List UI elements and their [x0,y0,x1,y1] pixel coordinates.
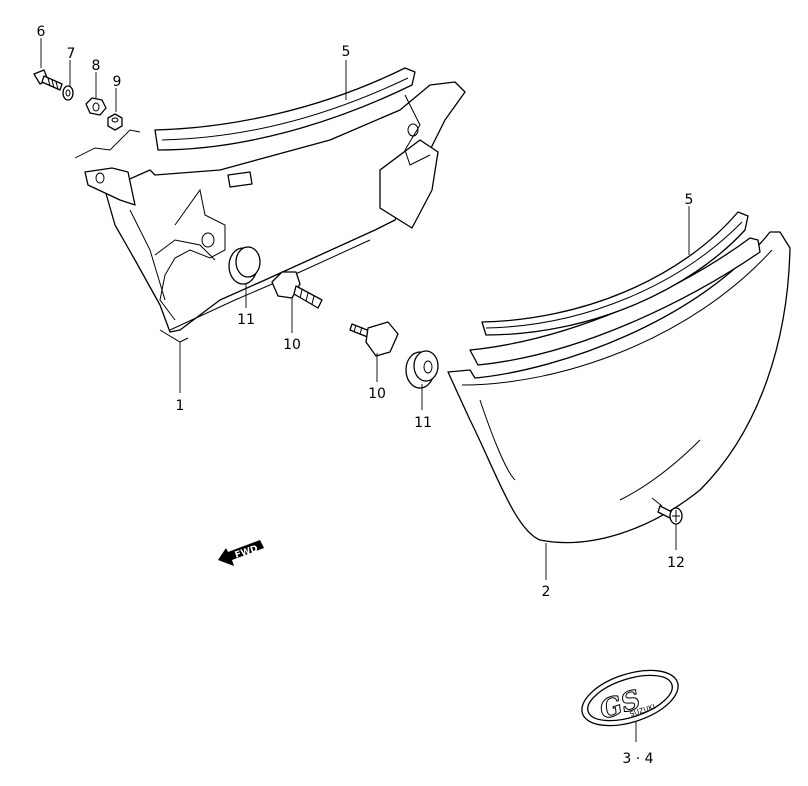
callout-10-left: 10 [283,337,301,353]
fwd-arrow-text: FWD [234,544,259,561]
callout-2: 2 [542,584,551,600]
nut-8 [85,97,107,116]
callout-12: 12 [667,555,685,571]
forward-arrow-icon: FWD [218,540,264,566]
trim-strip-upper [154,67,416,151]
leader-lines [40,38,690,742]
callout-10-right: 10 [368,386,386,402]
callout-11-left: 11 [237,312,255,328]
bolt-6 [33,69,63,91]
side-cover-right [447,231,791,544]
callout-8: 8 [92,58,101,74]
screw-10-right [349,321,399,357]
callout-11-right: 11 [414,415,432,431]
emblem-badge: GS SUZUKI [581,669,679,726]
callout-1: 1 [176,398,185,414]
screw-12 [657,505,683,525]
callout-9: 9 [113,74,122,90]
callout-3-4: 3 · 4 [622,751,653,767]
callout-5-lower: 5 [685,192,694,208]
assembly-leader [74,129,141,159]
grommet-11-left [228,246,261,285]
callout-5-upper: 5 [342,44,351,60]
callout-6: 6 [37,24,46,40]
grommet-11-right [405,350,439,389]
washer-7 [62,85,74,101]
screw-10-left [271,271,323,309]
callout-7: 7 [67,46,76,62]
frame-cover-left [84,81,466,343]
spacer-9 [107,113,123,131]
trim-strip-lower [481,211,749,336]
